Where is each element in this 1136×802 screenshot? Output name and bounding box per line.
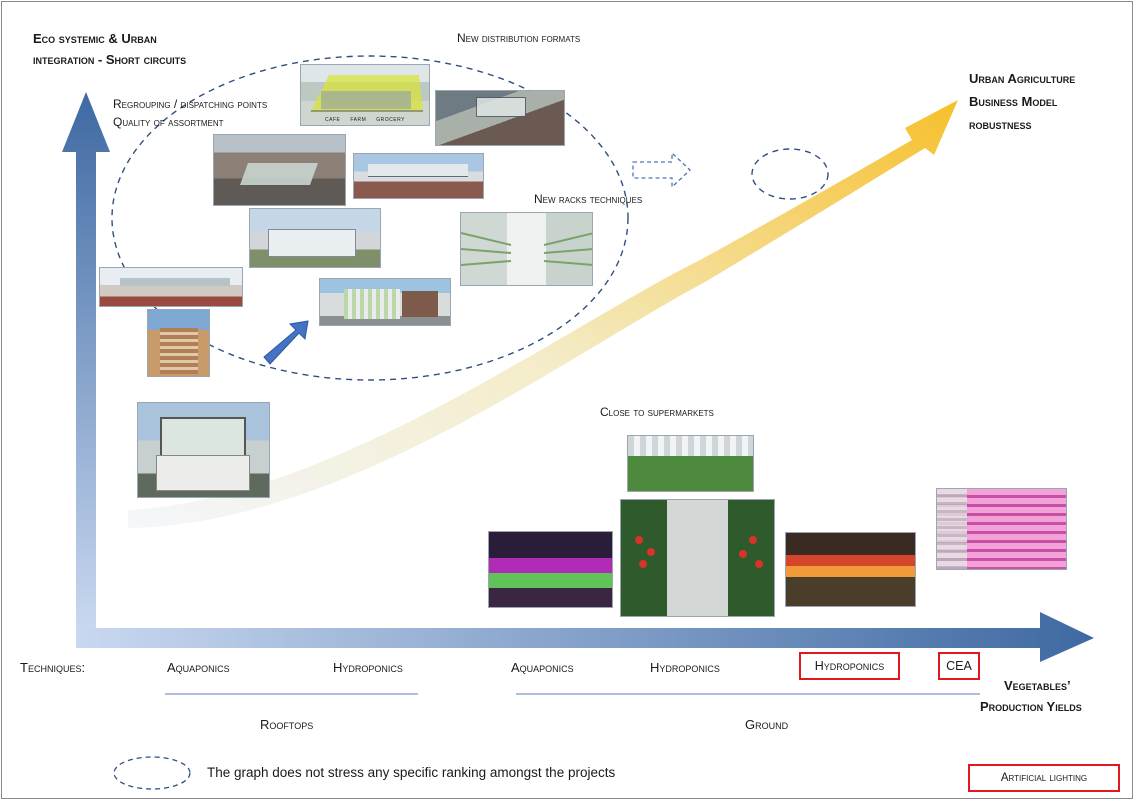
technique-lit-hydroponics: Hydroponics	[799, 652, 900, 680]
group-ground: Ground	[745, 717, 789, 732]
quality-label: Quality of assortment	[113, 115, 224, 129]
tomato-greenhouse-photo	[620, 499, 775, 617]
y-axis-title-line1: Eco systemic & Urban	[33, 31, 157, 46]
led-lettuce-photo	[488, 531, 613, 608]
supermarkets-label: Close to supermarkets	[600, 405, 714, 419]
rooftop-panorama-photo	[99, 267, 243, 307]
market-roof-greenhouse-photo	[353, 153, 484, 199]
new-distribution-label: New distribution formats	[457, 31, 581, 45]
technique-ground-aquaponics: Aquaponics	[511, 660, 574, 675]
store-sign: CAFE FARM GROCERY	[301, 117, 429, 123]
warehouse-farm-photo	[249, 208, 381, 268]
container-farm-photo	[137, 402, 270, 498]
evolution-arrow	[263, 320, 309, 365]
store-sign-farm: FARM	[350, 117, 367, 123]
x-axis-arrow	[76, 612, 1094, 662]
rooftop-greenhouse-street-photo	[435, 90, 565, 146]
top-right-title-line3: robustness	[969, 117, 1032, 132]
racks-shape	[461, 232, 592, 266]
y-axis-arrow	[62, 92, 110, 630]
artificial-lighting-legend: Artificial lighting	[968, 764, 1120, 792]
legend-dashed-note: The graph does not stress any specific r…	[207, 765, 616, 780]
technique-rooftop-hydroponics: Hydroponics	[333, 660, 403, 675]
x-axis-title-line2: Production Yields	[980, 699, 1082, 714]
store-photo: CAFE FARM GROCERY	[300, 64, 430, 126]
red-led-greenhouse-photo	[785, 532, 916, 607]
racks-label: New racks techniques	[534, 192, 643, 206]
artificial-lighting-text: Artificial lighting	[1000, 772, 1088, 784]
x-axis-title-line1: Vegetables’	[1004, 678, 1071, 693]
store-sign-cafe: CAFE	[325, 117, 341, 123]
legend-dashed-ellipse	[113, 756, 191, 790]
modern-facade-photo	[319, 278, 451, 326]
store-building-shape	[311, 75, 423, 112]
technique-cea-text: CEA	[946, 659, 972, 673]
top-right-title-line2: Business Model	[969, 94, 1058, 109]
technique-rooftop-aquaponics: Aquaponics	[167, 660, 230, 675]
vertical-racks-photo	[460, 212, 593, 286]
tall-building-photo	[147, 309, 210, 377]
city-rooftop-greenhouse-photo	[213, 134, 346, 206]
dashed-cluster-ellipse	[111, 55, 629, 381]
technique-lit-hydroponics-text: Hydroponics	[814, 659, 885, 673]
supermarket-greenhouse-photo	[627, 435, 754, 492]
store-sign-grocery: GROCERY	[376, 117, 405, 123]
top-right-title-line1: Urban Agriculture	[969, 71, 1076, 86]
dashed-arrow	[632, 151, 691, 189]
technique-ground-hydroponics: Hydroponics	[650, 660, 720, 675]
tomato-rows-shape	[635, 536, 763, 568]
group-rooftops: Rooftops	[260, 717, 314, 732]
techniques-label: Techniques:	[20, 660, 86, 675]
pink-vertical-farm-photo	[936, 488, 1067, 570]
regrouping-label: Regrouping / dispatching points	[113, 97, 268, 111]
technique-cea: CEA	[938, 652, 980, 680]
future-dashed-ellipse	[751, 148, 829, 200]
y-axis-title-line2: integration - Short circuits	[33, 52, 187, 67]
